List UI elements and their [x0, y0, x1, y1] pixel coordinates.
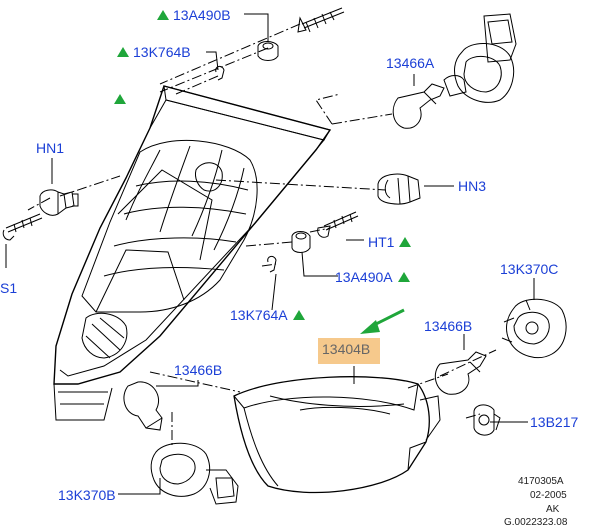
label-13k764a[interactable]: 13K764A [230, 307, 305, 323]
green-triangle-icon [117, 47, 129, 57]
label-s1[interactable]: S1 [0, 280, 18, 296]
clip-13a490a [291, 231, 311, 253]
headlamp-housing [53, 85, 332, 421]
label-13b217[interactable]: 13B217 [530, 414, 579, 430]
green-triangle-icon [157, 10, 169, 20]
socket-13k370c [501, 298, 567, 358]
fog-lamp [233, 376, 441, 494]
label-13a490a[interactable]: 13A490A [335, 269, 410, 285]
bulb-13466b-left [123, 381, 163, 431]
label-13a490b-top[interactable]: 13A490B [157, 7, 231, 23]
drawing-code: 4170305A [518, 476, 564, 487]
socket-13k370b [150, 442, 239, 505]
label-13k764b[interactable]: 13K764B [117, 44, 191, 60]
upper-socket [443, 13, 517, 103]
drawing-ak: AK [546, 504, 560, 515]
construction-lines [27, 23, 497, 446]
label-13404b[interactable]: 13404B [322, 341, 371, 357]
label-hn3[interactable]: HN3 [458, 178, 487, 194]
green-triangle-icon [399, 237, 412, 247]
clip-13k764b [215, 65, 225, 81]
drawing-ref: G.0022323.08 [504, 517, 568, 528]
clip-13a490b [257, 41, 279, 61]
label-13466b-left[interactable]: 13466B [174, 362, 223, 378]
label-13k370c[interactable]: 13K370C [500, 261, 559, 277]
clip-13k764a [267, 255, 277, 273]
grommet-13b217 [473, 404, 501, 436]
adjuster-hn1 [39, 189, 79, 216]
label-hn1[interactable]: HN1 [36, 140, 65, 156]
label-ht1[interactable]: HT1 [368, 234, 412, 250]
highlight-box [318, 338, 380, 364]
label-13466b-right[interactable]: 13466B [424, 318, 473, 334]
green-arrow [360, 308, 405, 334]
top-screw [297, 7, 345, 33]
left-screw [2, 213, 43, 241]
green-triangle-marker [114, 94, 126, 104]
label-13k370b[interactable]: 13K370B [58, 487, 116, 503]
screw-ht1 [317, 211, 359, 238]
label-13466a[interactable]: 13466A [386, 55, 435, 71]
bulb-13466a [392, 83, 445, 129]
bulb-13466b-right [434, 351, 487, 395]
leader-lines [5, 13, 535, 495]
green-triangle-icon [292, 310, 305, 320]
adjuster-hn3 [377, 173, 421, 205]
green-triangle-icon [397, 272, 410, 282]
drawing-date: 02-2005 [530, 490, 567, 501]
